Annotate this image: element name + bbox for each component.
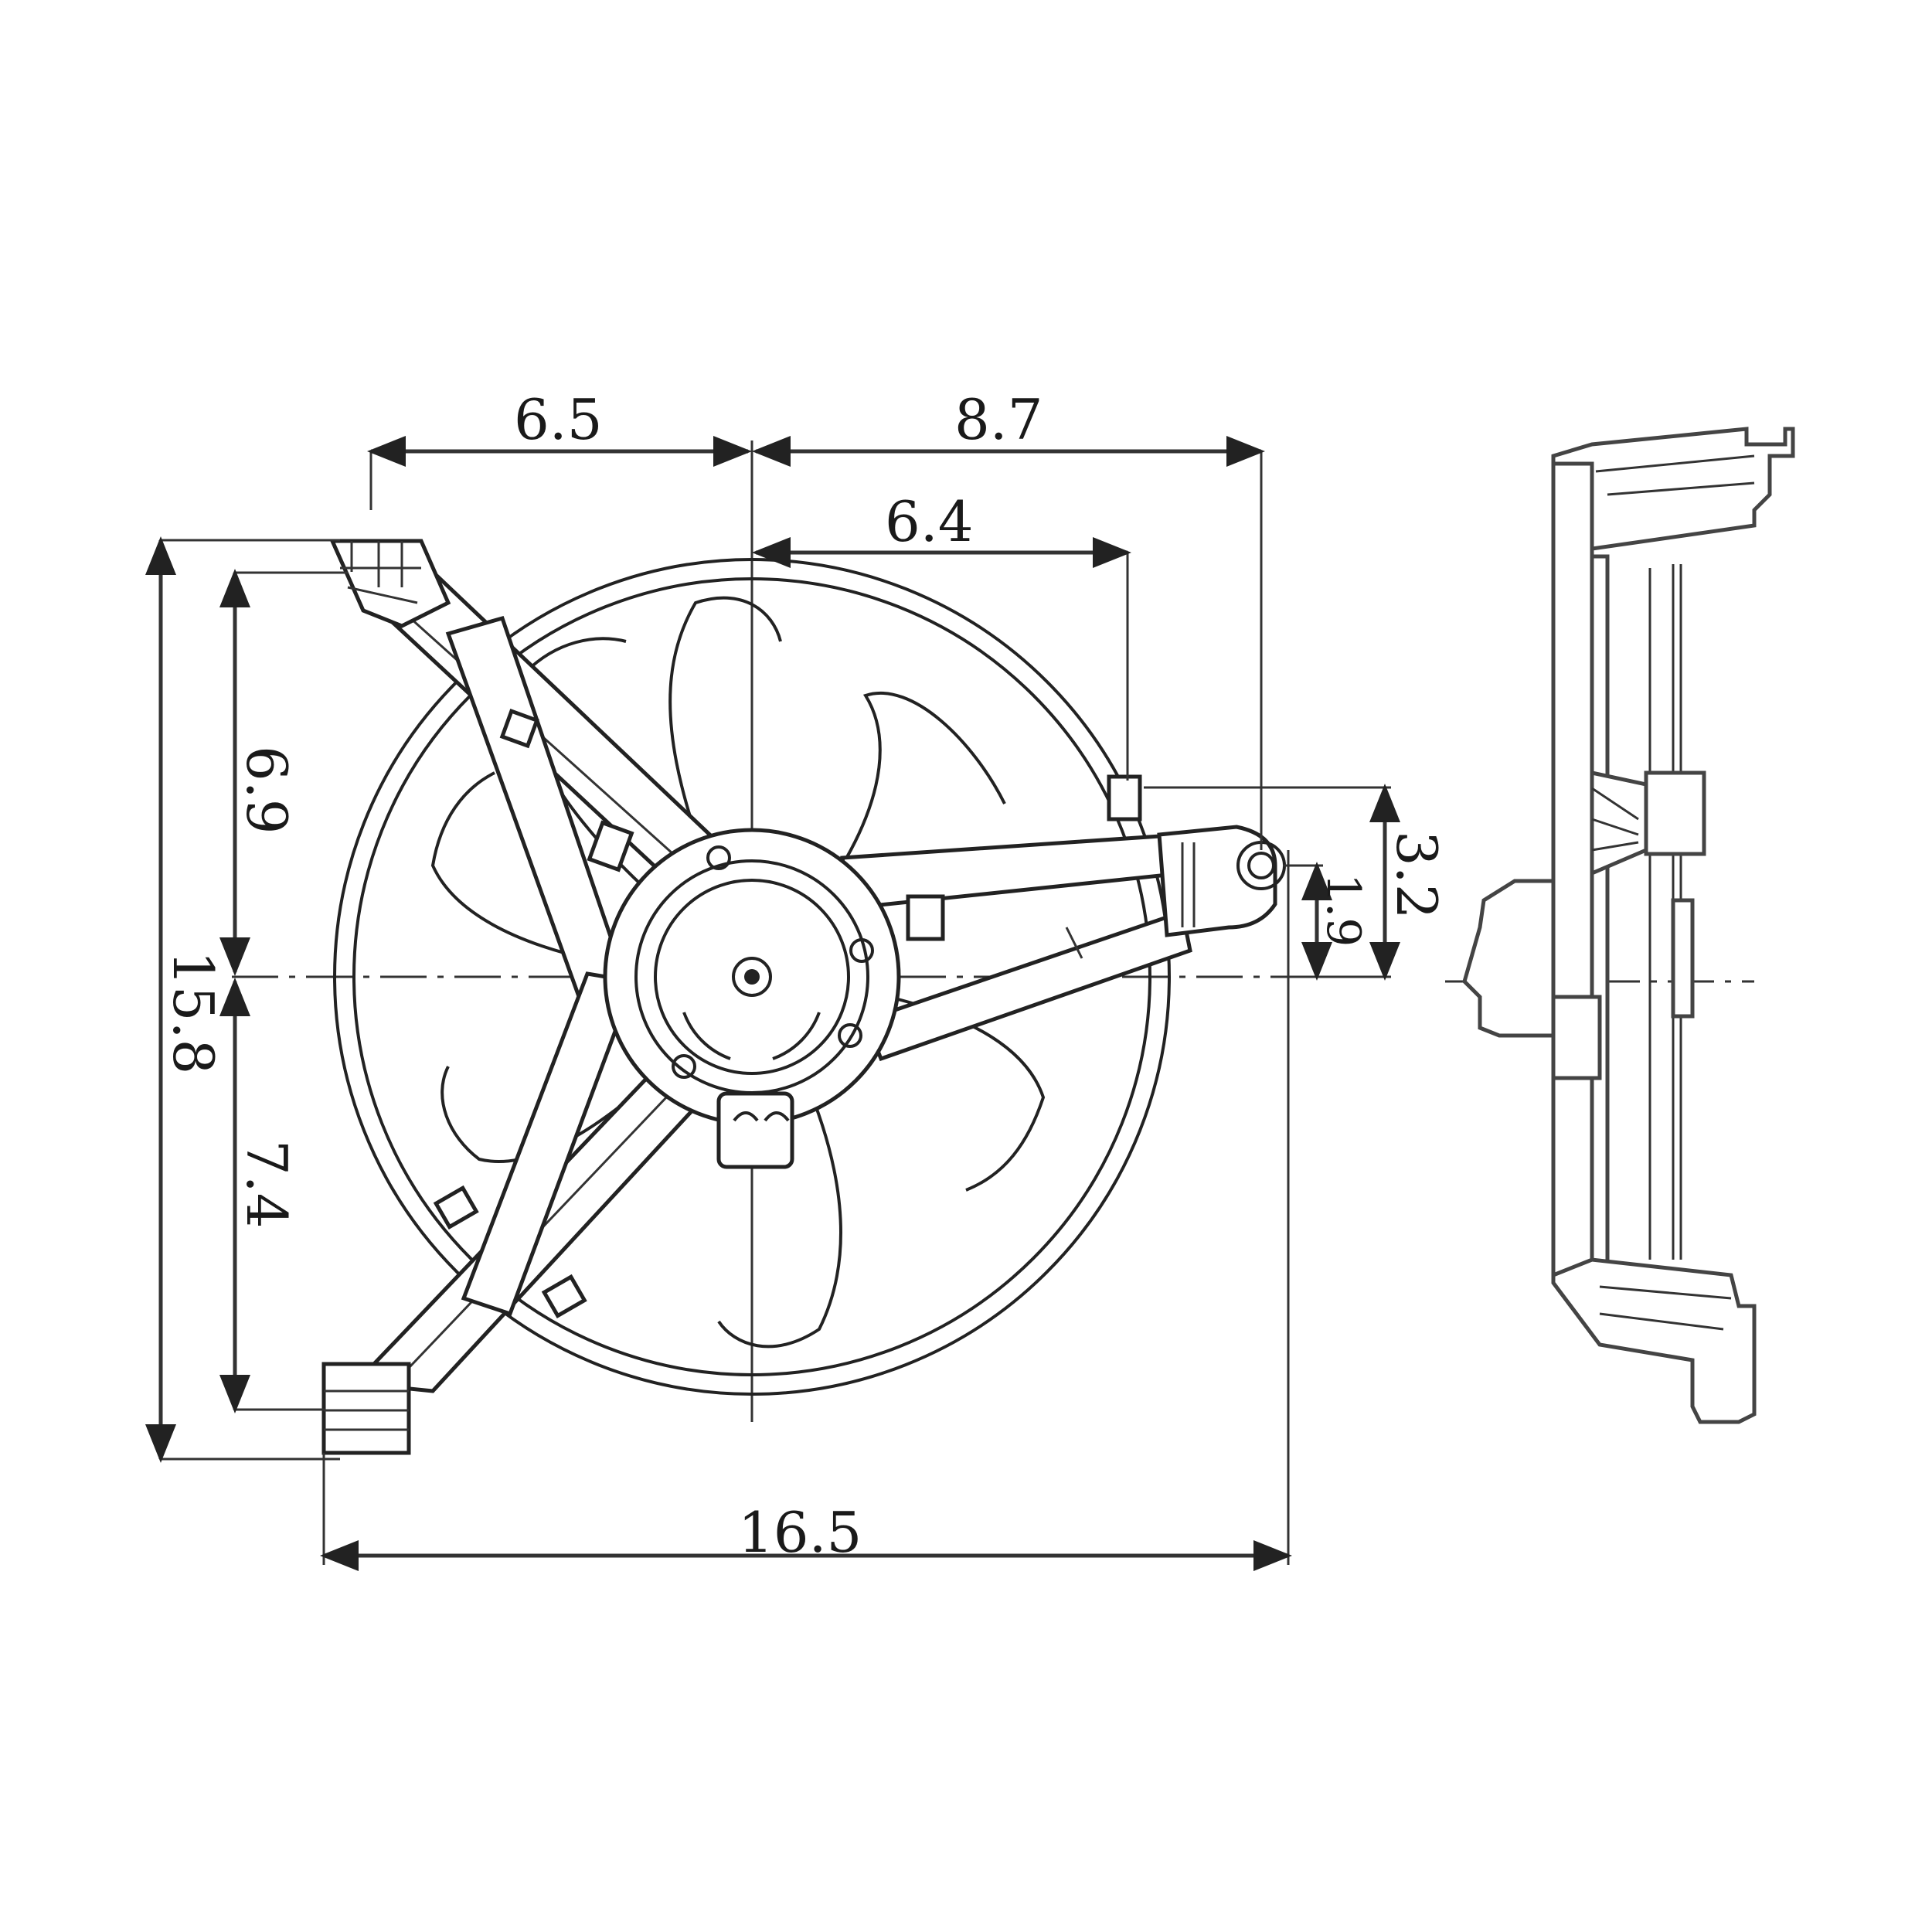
shroud-profile [1551, 461, 1594, 1277]
mounting-boss-right [1157, 825, 1286, 937]
side-view [1445, 427, 1795, 1424]
dim-right-tab-offset: 6.4 [885, 489, 974, 554]
dim-overall-height: 15.8 [161, 951, 226, 1074]
motor-housing [1644, 770, 1706, 856]
motor-hub [603, 828, 901, 1126]
dim-lower-height: 7.4 [234, 1140, 299, 1229]
dim-right-mount-height: 3.2 [1384, 831, 1449, 920]
lower-bracket [1551, 1257, 1757, 1424]
mounting-tab-bottom-left [321, 1362, 411, 1455]
upper-bracket [1551, 427, 1795, 557]
connector-housing [1462, 879, 1556, 1038]
electrical-connector [716, 1091, 794, 1169]
dimension-lines: 6.5 8.7 6.4 15.8 6.9 7.4 16.5 3.2 1.9 [145, 387, 1449, 1571]
arm-tabs [433, 709, 1142, 1319]
dim-upper-height: 6.9 [234, 746, 299, 835]
dim-right-hole-offset: 1.9 [1316, 873, 1370, 947]
mounting-tab-top-left [329, 539, 451, 628]
front-view [232, 440, 1314, 1455]
support-arms [351, 570, 1192, 1393]
dim-overall-width: 16.5 [738, 1500, 862, 1565]
dim-top-right-width: 8.7 [954, 387, 1043, 452]
dim-top-left-width: 6.5 [514, 387, 603, 452]
